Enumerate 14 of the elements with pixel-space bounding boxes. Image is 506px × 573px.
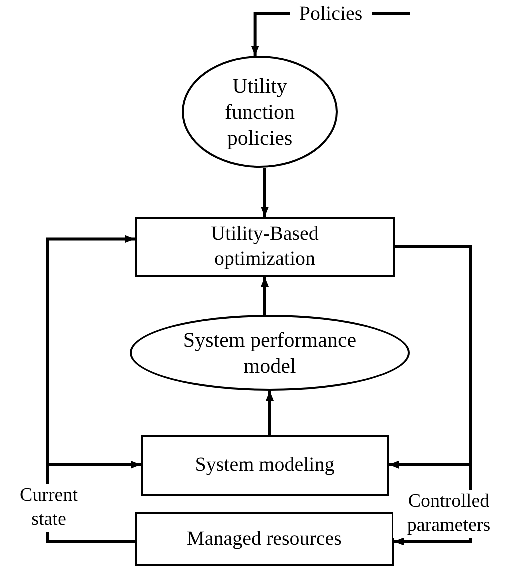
arrow xyxy=(266,391,274,435)
arrow xyxy=(394,246,472,546)
node-text: Managed resources xyxy=(187,526,342,552)
node-text: Policies xyxy=(299,2,363,26)
process-box xyxy=(141,435,389,496)
process-box xyxy=(135,217,395,277)
process-box xyxy=(135,512,394,566)
arrow xyxy=(251,12,290,56)
node-text: Utility-Based optimization xyxy=(210,222,320,272)
node-text: Utility function policies xyxy=(224,72,296,152)
node-text: System performance model xyxy=(182,326,358,380)
arrow xyxy=(261,277,269,315)
arrow xyxy=(261,168,269,217)
node-text: System modeling xyxy=(195,453,335,478)
